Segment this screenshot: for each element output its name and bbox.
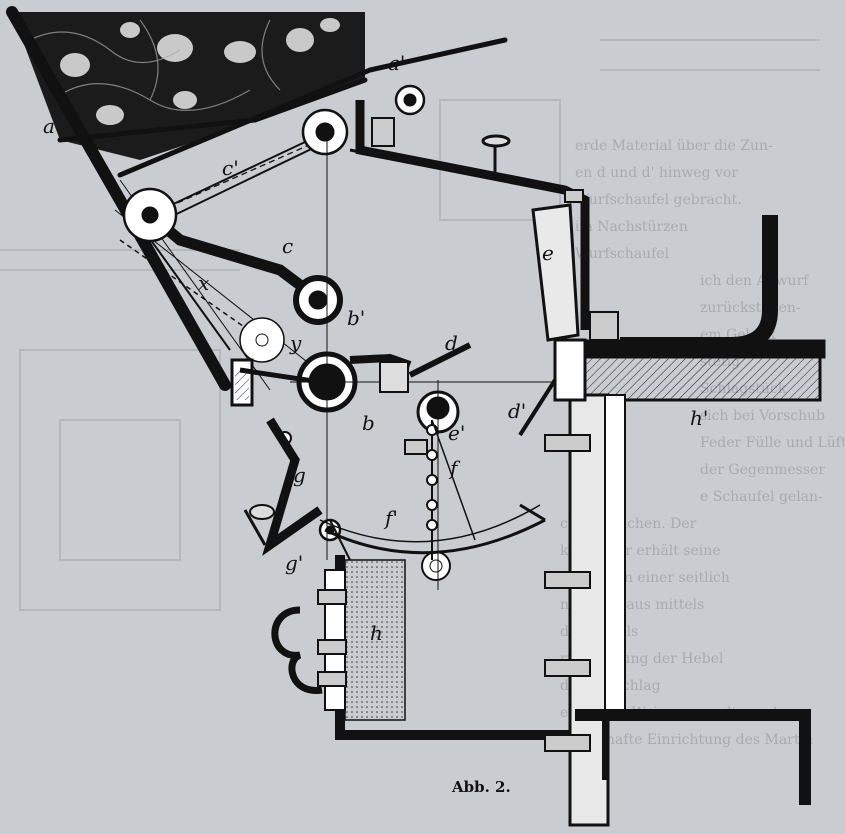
label-d-prime: d' — [508, 399, 526, 423]
label-e-prime: e' — [448, 421, 465, 445]
label-f: f — [448, 456, 461, 480]
bleed-line: zurückstehen- — [700, 300, 801, 316]
ghost-drawing — [0, 39, 820, 611]
part-labels: a a' c' c x y b' b d d' e e' f f' g g' h… — [43, 51, 708, 645]
coal-hopper — [12, 12, 365, 160]
label-f-prime: f' — [383, 506, 398, 530]
label-x: x — [198, 271, 209, 295]
label-y: y — [289, 331, 302, 355]
label-d: d — [445, 331, 458, 355]
label-c-prime: c' — [222, 156, 239, 180]
label-a-prime: a' — [388, 51, 405, 75]
label-b: b — [362, 411, 375, 435]
bleed-line: vorteilhafte Einrichtung des Martin — [559, 732, 813, 748]
block-e — [531, 203, 580, 342]
bleed-line: en d und d' hinweg vor — [575, 165, 738, 181]
hopper-walls — [6, 6, 508, 391]
bleed-line: Feder Fülle und Lüft- — [700, 435, 845, 451]
label-g-prime: g' — [285, 551, 303, 575]
bleed-line: Wurfschaufel gebracht. — [575, 192, 742, 208]
label-a: a — [43, 114, 55, 138]
label-h-prime: h' — [690, 406, 708, 430]
figure-caption: Abb. 2. — [451, 778, 511, 796]
lever-g — [243, 417, 323, 557]
bleed-line: im Nachstürzen — [575, 219, 688, 235]
bleed-line: ich den Abwurf — [700, 273, 810, 289]
upper-casing — [349, 100, 590, 330]
label-c: c — [282, 234, 293, 258]
bleed-line: sich bei Vorschub — [700, 408, 825, 424]
label-b-prime: b' — [347, 306, 365, 330]
bleed-line: erde Material über die Zun- — [575, 138, 773, 154]
label-g: g — [293, 463, 306, 487]
lever-bar — [230, 342, 472, 407]
bleed-line: der Gegenmesser — [700, 462, 825, 478]
label-h: h — [370, 621, 383, 645]
bleed-line: Wurfschaufel — [575, 246, 670, 262]
label-e: e — [542, 241, 554, 265]
bleed-line: e Schaufel gelan- — [700, 489, 823, 505]
spring-f — [404, 419, 476, 560]
boiler-wall — [518, 215, 826, 827]
housing-h — [271, 555, 575, 740]
